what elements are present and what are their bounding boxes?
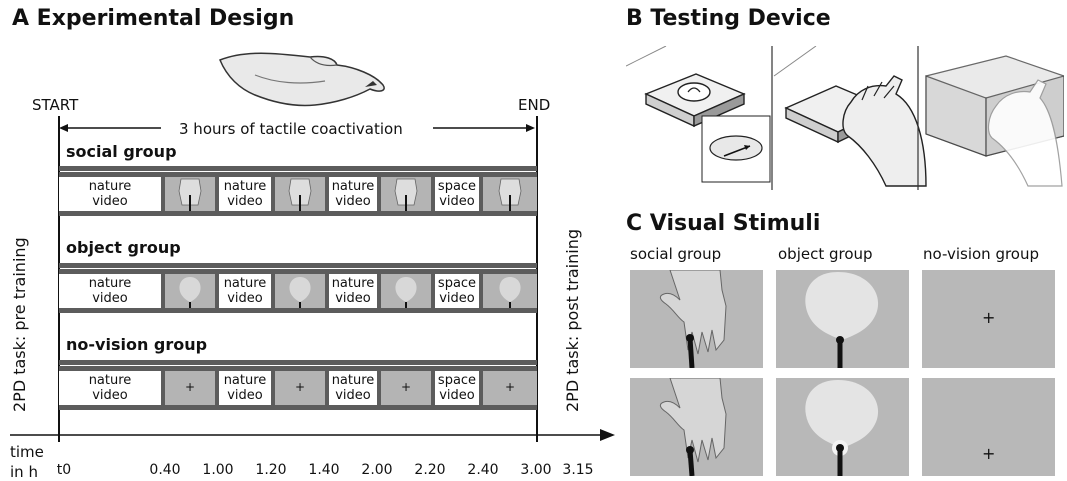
balloon-icon <box>275 274 325 308</box>
start-line <box>58 116 60 442</box>
tick-label: 3.15 <box>562 462 594 478</box>
separator <box>59 166 537 171</box>
hand-icon <box>381 177 431 211</box>
post-task-label: 2PD task: post training <box>563 228 582 412</box>
novision-stimulus-image: + <box>922 270 1055 368</box>
fixation-cross-icon: + <box>982 308 996 327</box>
group-title-novision: no-vision group <box>66 335 208 354</box>
video-cell: space video <box>435 274 479 308</box>
tick-label: 2.20 <box>414 462 446 478</box>
object-stimulus-image <box>776 270 909 368</box>
fixation-cross-icon: + <box>165 371 215 405</box>
fixation-cross-icon: + <box>982 444 996 463</box>
timeline-band-social: nature video nature video nature video s… <box>59 172 537 216</box>
column-label-social: social group <box>630 245 722 263</box>
separator <box>59 263 537 268</box>
tick-label: 2.40 <box>467 462 499 478</box>
duration-arrow <box>59 124 535 132</box>
start-label: START <box>32 96 79 114</box>
video-cell: nature video <box>329 371 377 405</box>
video-cell: space video <box>435 371 479 405</box>
fixation-cross-icon: + <box>381 371 431 405</box>
tick-label: 3.00 <box>520 462 552 478</box>
video-cell: nature video <box>59 177 161 211</box>
video-cell: nature video <box>329 177 377 211</box>
pre-task-label: 2PD task: pre training <box>10 237 29 412</box>
panel-b-title: B Testing Device <box>626 6 831 31</box>
column-label-novision: no-vision group <box>923 245 1040 263</box>
duration-label: 3 hours of tactile coactivation <box>179 120 403 138</box>
tick-label: 1.20 <box>255 462 287 478</box>
tick-label: 1.00 <box>202 462 234 478</box>
tick-label: 1.40 <box>308 462 340 478</box>
panel-c-title: C Visual Stimuli <box>626 211 821 236</box>
panel-a-title: A Experimental Design <box>12 6 295 31</box>
fixation-cross-icon: + <box>275 371 325 405</box>
video-cell: nature video <box>59 274 161 308</box>
balloon-icon <box>381 274 431 308</box>
hand-icon <box>483 177 537 211</box>
group-title-social: social group <box>66 142 177 161</box>
hand-icon <box>275 177 325 211</box>
end-label: END <box>518 96 551 114</box>
time-axis <box>10 429 615 441</box>
object-stimulus-image <box>776 378 909 476</box>
social-stimulus-image <box>630 270 763 368</box>
time-axis-unit: in h <box>10 463 38 481</box>
tick-label: 0.40 <box>149 462 181 478</box>
testing-device-illustration <box>626 46 1064 190</box>
time-axis-label: time <box>10 443 44 461</box>
video-cell: nature video <box>329 274 377 308</box>
tick-label: 2.00 <box>361 462 393 478</box>
video-cell: nature video <box>219 274 271 308</box>
column-label-object: object group <box>778 245 873 263</box>
tick-label: t0 <box>56 462 72 478</box>
hand-icon <box>165 177 215 211</box>
balloon-icon <box>165 274 215 308</box>
video-cell: nature video <box>219 177 271 211</box>
timeline-band-novision: nature video + nature video + nature vid… <box>59 366 537 410</box>
hand-illustration <box>219 52 385 107</box>
video-cell: nature video <box>59 371 161 405</box>
novision-stimulus-image: + <box>922 378 1055 476</box>
balloon-icon <box>483 274 537 308</box>
video-cell: space video <box>435 177 479 211</box>
video-cell: nature video <box>219 371 271 405</box>
timeline-band-object: nature video nature video nature video s… <box>59 269 537 313</box>
fixation-cross-icon: + <box>483 371 537 405</box>
separator <box>59 360 537 365</box>
social-stimulus-image <box>630 378 763 476</box>
group-title-object: object group <box>66 238 181 257</box>
